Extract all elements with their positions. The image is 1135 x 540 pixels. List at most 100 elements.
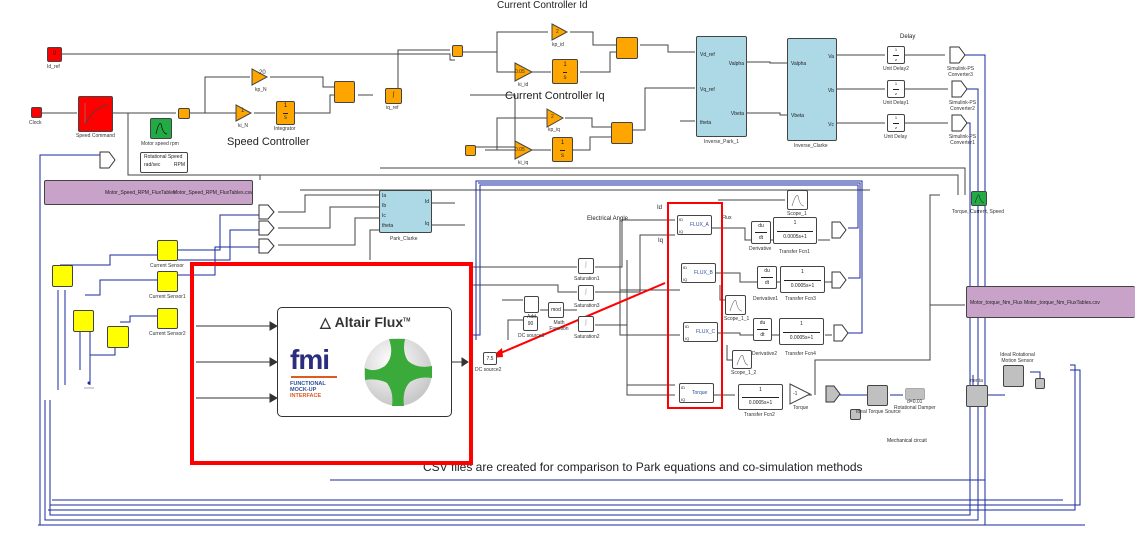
flux-logo-icon <box>364 338 432 406</box>
ground-icon <box>84 381 94 389</box>
label-id: Id <box>657 205 663 211</box>
park-clarke-block[interactable]: Ia Ib Ic theta Id Iq <box>379 190 432 233</box>
speed-error-sum[interactable] <box>178 108 190 119</box>
voltage-source-c[interactable] <box>107 326 129 348</box>
math-function-label: Math Function <box>549 320 569 332</box>
gain-kp-n <box>251 68 269 86</box>
torque-current-speed-label: Torque, Current, Speed <box>952 209 1004 215</box>
integrator-label: Integrator <box>274 126 296 132</box>
transfer-fcn4-label: Transfer Fcn4 <box>785 351 816 357</box>
scope-icon <box>974 194 985 204</box>
damper-label: Rotational Damper <box>894 405 936 411</box>
unit-delay1-label: Unit Delay1 <box>883 100 909 106</box>
math-function-block[interactable]: mod <box>548 302 564 318</box>
speed-command-block[interactable] <box>78 96 113 132</box>
ideal-torque-source[interactable] <box>867 385 888 406</box>
converter-icon <box>951 80 968 98</box>
saturation1[interactable]: ∫ <box>578 258 594 274</box>
fmu-flux-a[interactable]: ID IQ FLUX_A <box>677 215 712 235</box>
motion-sensor-block[interactable] <box>1003 365 1024 387</box>
inverse-clarke-block[interactable]: Valpha Vbeta Va Vb Vc <box>787 38 837 141</box>
ramp-icon <box>84 103 108 125</box>
inverse-park-block[interactable]: Vd_ref Vq_ref theta Valpha Vbeta <box>696 36 747 137</box>
id-integrator[interactable]: 1 s <box>552 59 578 84</box>
ps-converter-icon <box>825 385 841 403</box>
id-ref-label: Id_ref <box>47 64 60 70</box>
iq-error-sum[interactable] <box>465 145 476 156</box>
iq-sum-block[interactable] <box>334 81 355 103</box>
iq-pi-sum[interactable] <box>611 122 633 144</box>
saturation2[interactable]: ∫ <box>578 316 594 332</box>
transfer-fcn1-label: Transfer Fcn1 <box>779 249 810 255</box>
kp-id-label: kp_id <box>552 42 564 48</box>
id-ref-block[interactable]: 0 <box>47 47 62 62</box>
id-pi-sum[interactable] <box>616 37 638 59</box>
converter-icon <box>831 221 847 239</box>
motor-speed-scope[interactable] <box>150 118 172 139</box>
inertia-block[interactable] <box>966 385 988 407</box>
scope-1-1[interactable] <box>725 295 746 315</box>
dc-source1[interactable]: 90 <box>523 316 538 331</box>
motion-sensor-reference[interactable] <box>1035 378 1045 389</box>
torque-current-speed-scope[interactable] <box>971 191 987 206</box>
fmu-torque[interactable]: ID IQ Torque <box>679 383 714 403</box>
altair-flux-brand: △ Altair FluxTM <box>320 314 411 330</box>
iq-ref-saturation[interactable]: ∫ <box>385 88 402 104</box>
label-iq: Iq <box>658 238 664 244</box>
voltage-source-b[interactable] <box>73 310 94 332</box>
to-file-torque-block[interactable]: Motor_torque_Nm_Flux Motor_torque_Nm_Flu… <box>966 286 1135 318</box>
converter-icon <box>99 151 116 169</box>
fmi-underline <box>291 376 337 378</box>
park-clarke-label: Park_Clarke <box>390 236 418 242</box>
caption: CSV files are created for comparison to … <box>423 460 863 474</box>
gain-ki-id <box>514 62 534 82</box>
fmu-flux-c[interactable]: ID IQ FLUX_C <box>683 322 718 342</box>
saturation2-label: Saturation2 <box>574 334 600 340</box>
to-file-speed-block[interactable]: Motor_Speed_RPM_FluxTables Motor_Speed_R… <box>44 180 253 205</box>
scope-icon <box>736 355 749 366</box>
saturation3[interactable]: ∫ <box>578 285 594 301</box>
torque-source-reference[interactable] <box>850 409 861 420</box>
kp-n-label: kp_N <box>255 87 267 93</box>
altair-flux-fmu-block[interactable]: △ Altair FluxTM fmi FUNCTIONAL MOCK-UP I… <box>277 307 452 417</box>
scope-1-2[interactable] <box>732 350 752 369</box>
id-error-sum[interactable] <box>452 45 463 57</box>
torque-source-label: Ideal Torque Source <box>856 409 901 415</box>
iq-integrator[interactable]: 1 s <box>552 137 573 162</box>
ki-n-label: ki_N <box>238 123 249 129</box>
add-label: Add <box>527 314 536 320</box>
integrator-block[interactable]: 1 s <box>276 101 295 125</box>
fmu-column-highlight <box>667 202 723 409</box>
transfer-fcn3-label: Transfer Fcn3 <box>785 296 816 302</box>
current-sensor1-label: Current Sensor1 <box>149 294 186 300</box>
clock-block[interactable] <box>31 107 42 118</box>
saturation3-label: Saturation3 <box>574 303 600 309</box>
add-block[interactable] <box>524 296 539 313</box>
converter-shapes <box>99 46 968 403</box>
rotational-speed-block[interactable]: Rotational Speed rad/sec RPM <box>140 152 188 173</box>
fmu-input-arrows <box>196 321 469 403</box>
gain-ki-n <box>235 104 253 122</box>
voltage-source-a[interactable] <box>52 265 73 287</box>
scope-icon <box>155 123 168 135</box>
unit-delay2-label: Unit Delay2 <box>883 66 909 72</box>
current-sensor1[interactable] <box>157 271 178 292</box>
dc-source2[interactable]: 7.5 <box>483 352 497 365</box>
current-sensor2[interactable] <box>157 308 178 329</box>
fmu-flux-b[interactable]: ID IQ FLUX_B <box>681 263 716 283</box>
label-flux: Flux <box>722 215 732 221</box>
current-sensor[interactable] <box>157 240 178 261</box>
scope-1[interactable] <box>787 190 808 210</box>
rotational-damper[interactable] <box>905 388 925 400</box>
scope-1-label: Scope_1 <box>787 211 807 217</box>
